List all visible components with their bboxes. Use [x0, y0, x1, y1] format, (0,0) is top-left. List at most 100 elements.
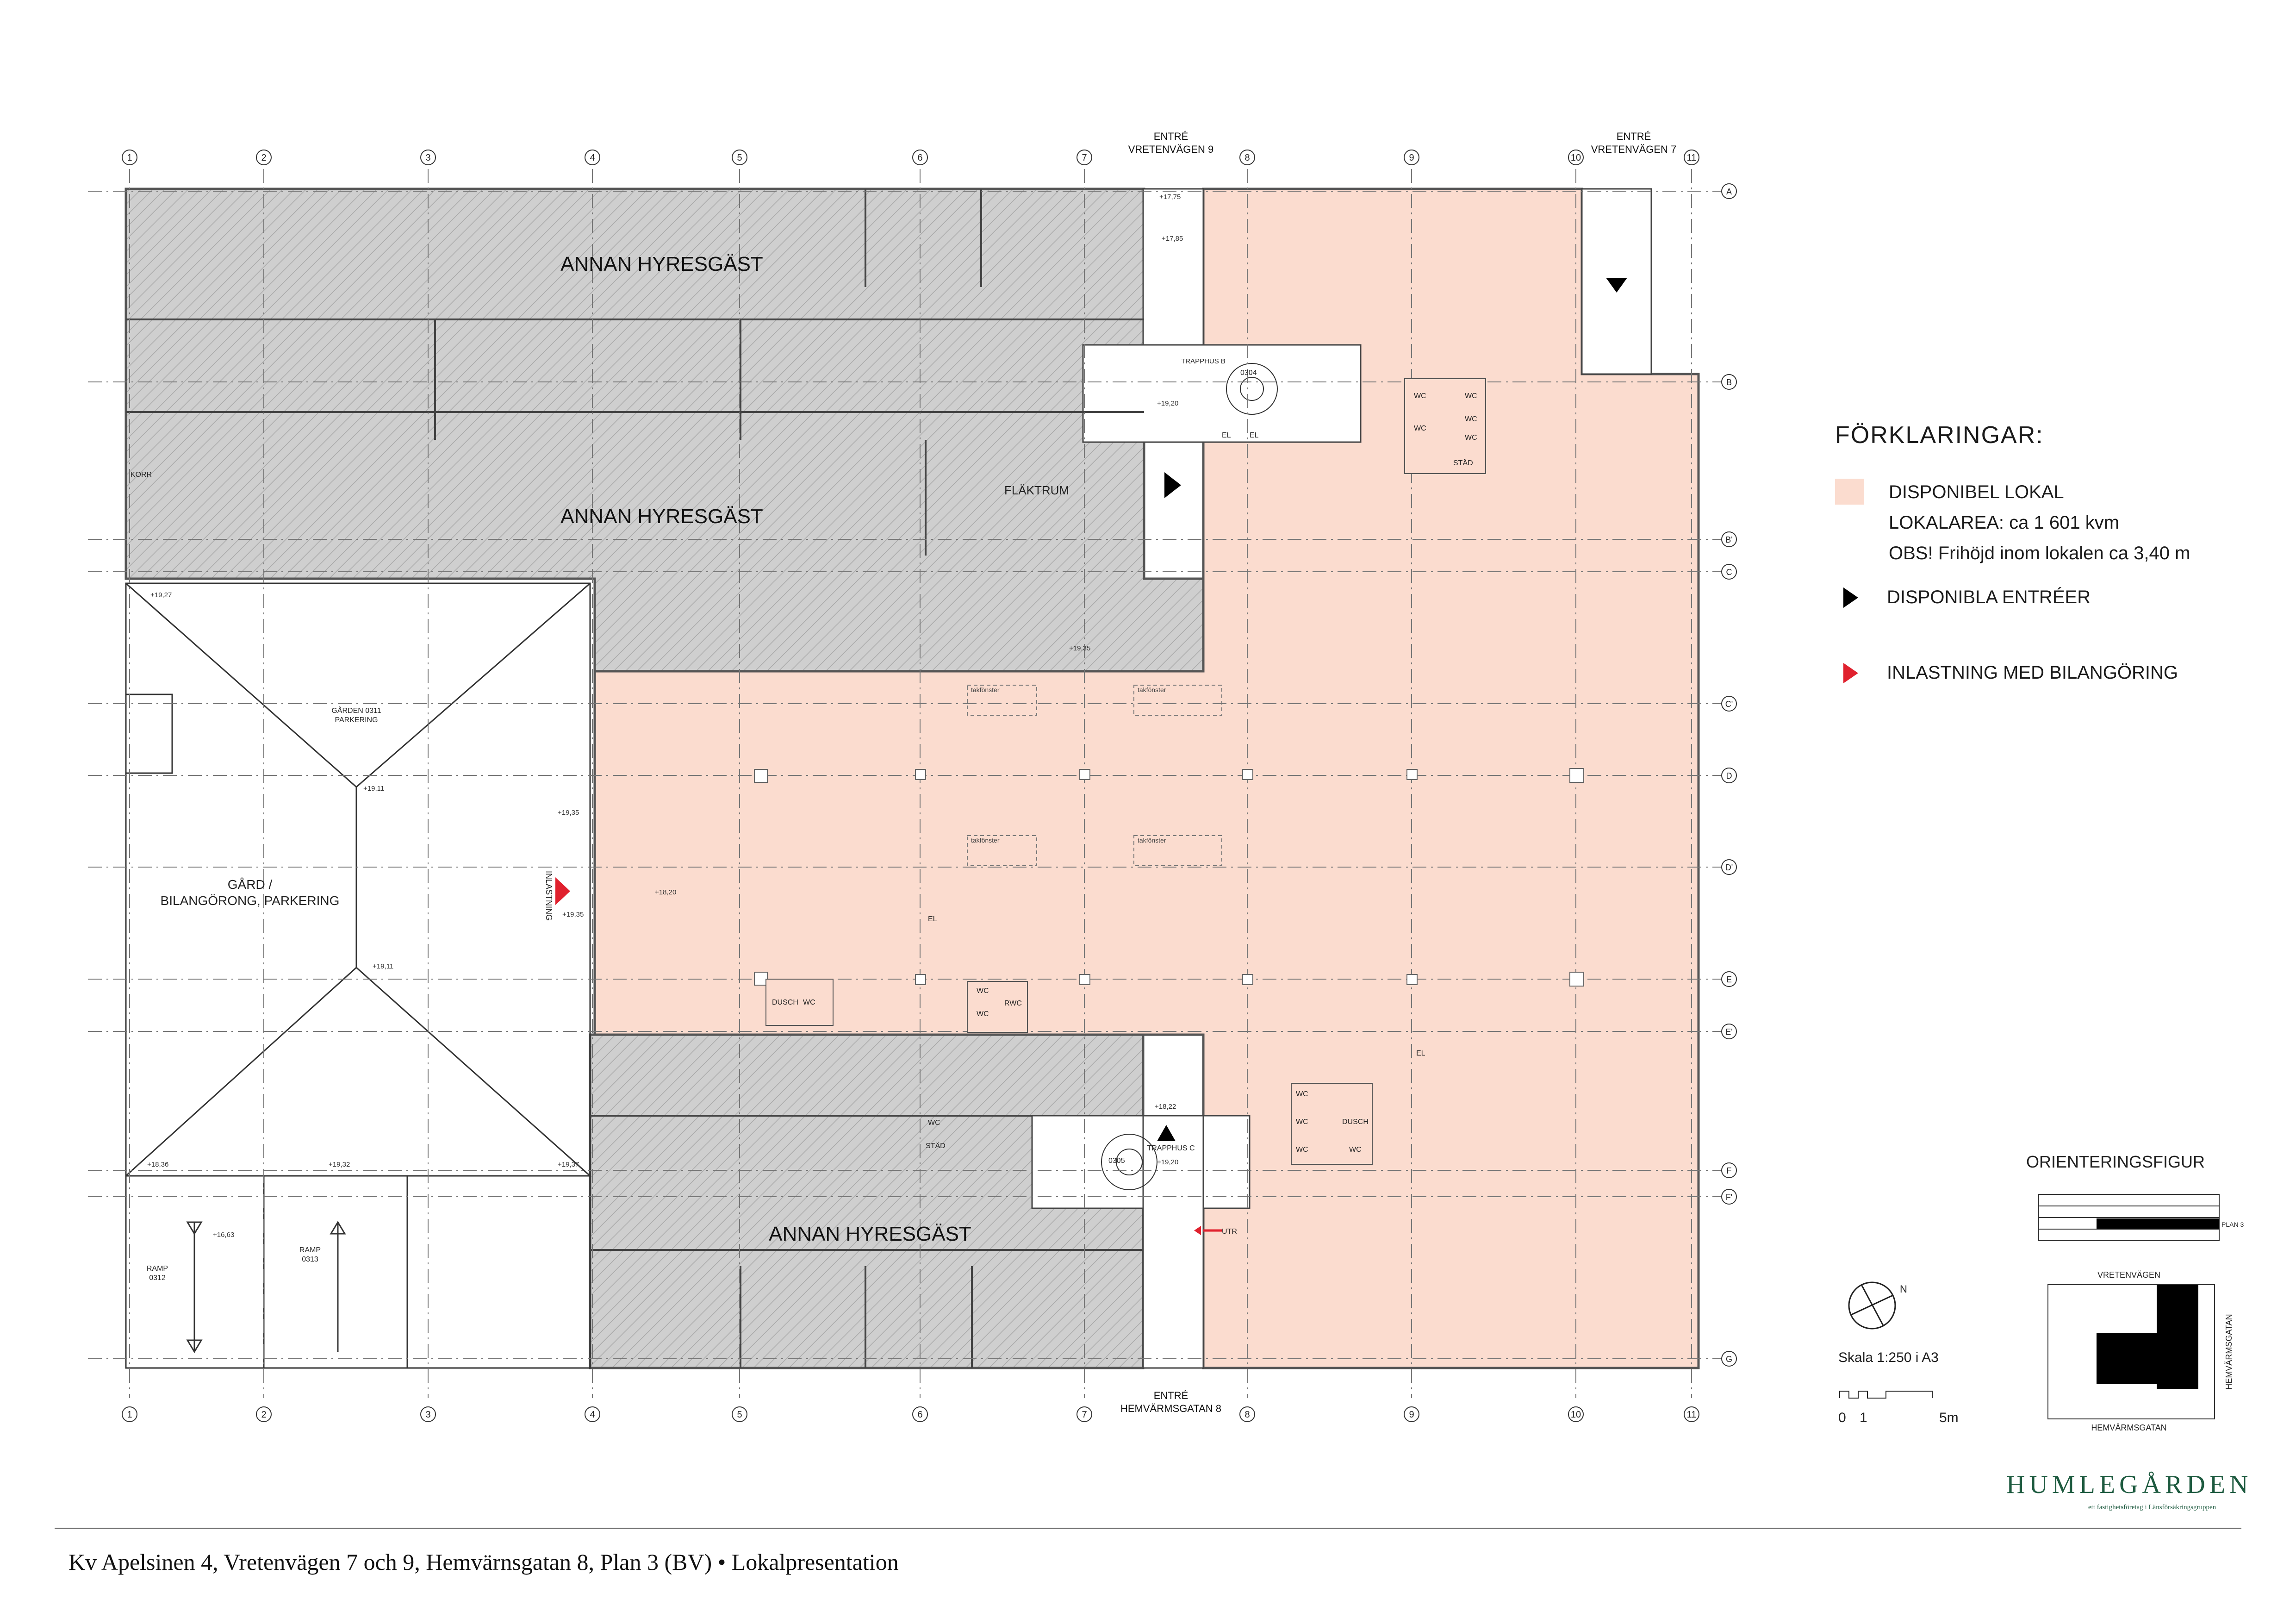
grid-col-label: 4 [590, 1410, 595, 1420]
room-trapphus-b: TRAPPHUS B [1181, 357, 1226, 365]
grid-row-label: B [1726, 378, 1732, 387]
grid-row-label: A [1726, 187, 1732, 196]
room-number: 0305 [1108, 1157, 1125, 1165]
legend-loading-label: INLASTNING MED BILANGÖRING [1887, 662, 2178, 683]
room-wc: WC [1349, 1146, 1362, 1154]
room-gard-use: BILANGÖRONG, PARKERING [161, 893, 340, 908]
legend-title: FÖRKLARINGAR: [1835, 422, 2044, 449]
legend-available: DISPONIBEL LOKAL LOKALAREA: ca 1 601 kvm… [1835, 477, 2252, 568]
scale-one: 1 [1860, 1410, 1867, 1425]
room-wc: WC [977, 1010, 989, 1018]
grid-col-label: 6 [917, 1410, 922, 1420]
room-wc: WC [1414, 425, 1426, 432]
room-ramp-no: 0312 [149, 1274, 166, 1282]
legend-entrances-label: DISPONIBLA ENTRÉER [1887, 587, 2091, 607]
scale-label: Skala 1:250 i A3 [1838, 1350, 1939, 1365]
north-arrow-icon [1848, 1281, 1896, 1330]
room-ramp: RAMP [299, 1246, 321, 1254]
tenant-label: ANNAN HYRESGÄST [560, 253, 763, 275]
level-marker: +19,37 [558, 1161, 579, 1168]
grid-col-label: 9 [1409, 1410, 1414, 1420]
brand-subtitle: ett fastighetsföretag i Länsförsäkringsg… [2088, 1504, 2216, 1511]
corridor-hemvarmsgatan [1142, 1115, 1204, 1369]
entrance-label: ENTRÉ [1154, 131, 1188, 142]
entrance-label: VRETENVÄGEN 9 [1128, 144, 1214, 155]
legend-loading: INLASTNING MED BILANGÖRING [1835, 662, 2252, 683]
room-wc: WC [1296, 1090, 1308, 1098]
grid-col-label: 11 [1687, 153, 1697, 163]
level-marker: +19,35 [1069, 644, 1090, 652]
loading-arrow-icon [1843, 662, 1858, 683]
orientation-street: HEMVÄRMSGATAN [2224, 1314, 2234, 1389]
grid-row-label: B' [1725, 535, 1732, 544]
legend: FÖRKLARINGAR: DISPONIBEL LOKAL LOKALAREA… [1835, 421, 2252, 683]
room-wc: WC [1465, 415, 1477, 423]
available-swatch [1835, 479, 1864, 505]
room-el: EL [928, 915, 937, 923]
level-marker: +19,35 [562, 911, 584, 918]
grid-col-label: 4 [590, 153, 595, 163]
grid-lines [88, 169, 1722, 1398]
room-wc: WC [1465, 434, 1477, 442]
grid-row-markers [1721, 183, 1737, 1367]
scale-bar [1839, 1391, 1933, 1399]
room-korr: KORR [131, 471, 152, 479]
room-ramp-no: 0313 [302, 1255, 318, 1263]
grid-row-label: D' [1725, 863, 1733, 872]
level-marker: +16,63 [213, 1231, 234, 1239]
room-el: EL [1222, 431, 1231, 439]
grid-row-label: E [1726, 975, 1732, 984]
grid-col-label: 3 [425, 153, 430, 163]
grid-col-label: 11 [1687, 1410, 1697, 1420]
tenant-label: ANNAN HYRESGÄST [769, 1223, 971, 1245]
orientation-figure [2038, 1194, 2220, 1241]
room-stad: STÄD [1453, 459, 1473, 467]
grid-col-label: 10 [1571, 1410, 1581, 1420]
grid-row-label: F' [1726, 1193, 1732, 1202]
room-wc: WC [1296, 1146, 1308, 1154]
room-ramp: RAMP [147, 1265, 168, 1273]
level-marker: +19,20 [1157, 400, 1178, 407]
stair-c [1031, 1115, 1251, 1209]
footer-divider [55, 1528, 2241, 1529]
room-stad: STÄD [926, 1142, 946, 1150]
orientation-current-floor [2097, 1218, 2219, 1229]
level-marker: +19,32 [329, 1161, 350, 1168]
grid-col-label: 6 [917, 153, 922, 163]
grid-col-label: 5 [737, 1410, 742, 1420]
level-marker: +18,36 [147, 1161, 168, 1168]
entrance-label: ENTRÉ [1617, 131, 1651, 142]
orientation-map [2047, 1284, 2215, 1419]
stair-b [1082, 344, 1362, 443]
grid-col-label: 5 [737, 153, 742, 163]
room-wc: WC [977, 987, 989, 995]
level-marker: +19,11 [373, 962, 393, 970]
room-garden-use: PARKERING [335, 716, 378, 724]
grid-col-label: 1 [127, 153, 132, 163]
entrance-marker [1606, 278, 1627, 293]
orientation-street: VRETENVÄGEN [2097, 1270, 2160, 1280]
grid-col-label: 2 [261, 153, 266, 163]
level-marker: +19,27 [150, 591, 172, 599]
grid-row-label: D [1726, 771, 1732, 781]
stair-vretenvagen9 [1142, 188, 1204, 366]
level-marker: +17,85 [1162, 235, 1183, 243]
room-dusch: DUSCH [772, 999, 798, 1006]
grid-col-label: 10 [1571, 153, 1581, 163]
grid-col-label: 3 [425, 1410, 430, 1420]
room-wc: WC [1296, 1118, 1308, 1126]
level-marker: +19,11 [363, 785, 384, 793]
room-wc: WC [928, 1119, 940, 1127]
room-flaktrum: FLÄKTRUM [1004, 483, 1069, 497]
grid-row-label: G [1726, 1355, 1732, 1364]
level-marker: +18,22 [1155, 1103, 1176, 1111]
north-label: N [1900, 1283, 1907, 1295]
loading-marker [555, 877, 570, 905]
entrance-marker [1157, 1125, 1176, 1141]
entrance-label: HEMVÄRMSGATAN 8 [1120, 1403, 1221, 1414]
entrance-label: VRETENVÄGEN 7 [1591, 144, 1677, 155]
room-el: EL [1250, 431, 1259, 439]
legend-available-label: DISPONIBEL LOKAL [1889, 482, 2064, 502]
entrance-label: ENTRÉ [1154, 1390, 1188, 1401]
